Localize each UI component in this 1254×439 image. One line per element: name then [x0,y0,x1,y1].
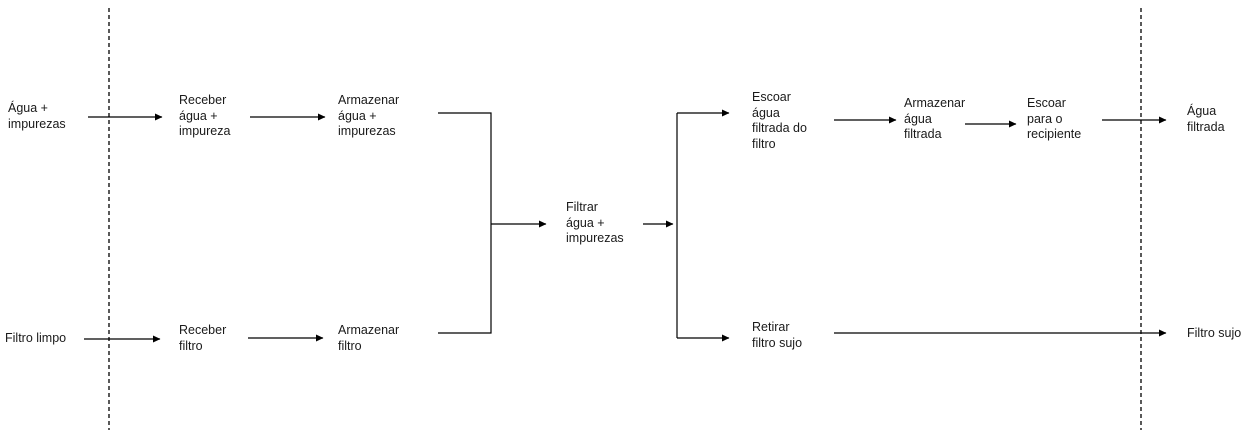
function-store-water: Armazenar água + impurezas [338,93,400,138]
output-filtered-water: Água filtrada [1187,104,1225,134]
input-filter-label: Filtro limpo [5,331,67,345]
input-water-label: Água + impurezas [8,101,66,131]
function-drain-container: Escoar para o recipiente [1027,96,1082,141]
function-store-filter: Armazenar filtro [338,323,400,353]
connector-store-filter-to-merge [438,224,492,334]
function-receive-water: Receber água + impureza [179,93,231,138]
function-drain-filtered: Escoar água filtrada do filtro [752,90,807,151]
output-dirty-filter: Filtro sujo [1187,326,1242,340]
function-receive-filter: Receber filtro [179,323,227,353]
function-filter-water: Filtrar água + impurezas [566,200,624,245]
connector-store-water-to-merge [438,112,492,224]
function-store-filtered: Armazenar água filtrada [904,96,966,141]
function-remove-filter: Retirar filtro sujo [752,320,803,350]
